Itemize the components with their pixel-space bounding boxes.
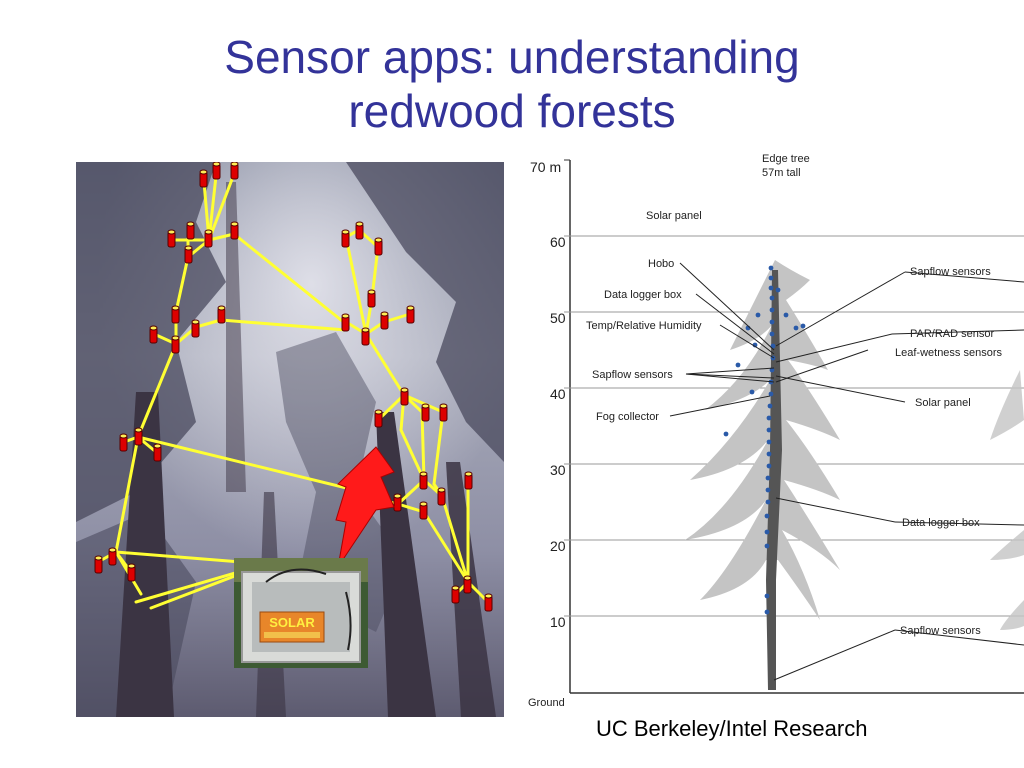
label-fog-collector: Fog collector xyxy=(596,411,659,423)
sensor-node xyxy=(119,433,128,452)
sensor-node xyxy=(127,563,136,582)
title-line-2: redwood forests xyxy=(348,85,676,137)
sensor-node xyxy=(153,443,162,462)
sensor-node xyxy=(355,221,364,240)
sensor-node xyxy=(367,289,376,308)
sensor-node xyxy=(484,593,493,612)
sensor-node xyxy=(184,245,193,264)
sensor-nodes xyxy=(94,162,493,612)
label-par-rad-sensor: PAR/RAD sensor xyxy=(910,328,994,340)
sensor-node xyxy=(94,555,103,574)
height-label-50: 50 xyxy=(550,310,566,326)
label-sapflow-sensors-top: Sapflow sensors xyxy=(910,266,991,278)
sensor-node xyxy=(186,221,195,240)
sensor-node xyxy=(406,305,415,324)
forest-photo: SOLAR xyxy=(76,162,504,717)
tree-foliage xyxy=(685,260,1024,630)
height-label-40: 40 xyxy=(550,386,566,402)
sensor-node xyxy=(419,501,428,520)
sensor-node xyxy=(199,169,208,188)
sensor-dots xyxy=(723,265,806,615)
sensor-node xyxy=(149,325,158,344)
sensor-node xyxy=(361,327,370,346)
sensor-node xyxy=(230,221,239,240)
tree-trunk xyxy=(766,270,782,690)
label-sapflow-sensors-left: Sapflow sensors xyxy=(592,369,673,381)
height-label-30: 30 xyxy=(550,462,566,478)
sensor-node xyxy=(380,311,389,330)
sensor-node xyxy=(171,305,180,324)
label-temp-humidity: Temp/Relative Humidity xyxy=(586,320,702,332)
sensor-node xyxy=(341,313,350,332)
label-data-logger-box-left: Data logger box xyxy=(604,289,682,301)
height-label-ground: Ground xyxy=(528,697,565,709)
sensor-node xyxy=(171,335,180,354)
height-label-60: 60 xyxy=(550,234,566,250)
tree-caption-line2: 57m tall xyxy=(762,167,801,179)
height-label-20: 20 xyxy=(550,538,566,554)
sensor-node xyxy=(400,387,409,406)
height-label-70: 70 m xyxy=(530,159,561,175)
sensor-node xyxy=(204,229,213,248)
sensor-node xyxy=(463,575,472,594)
sensor-node xyxy=(451,585,460,604)
sensor-node xyxy=(108,547,117,566)
sensor-node xyxy=(374,237,383,256)
label-leaf-wetness-sensors: Leaf-wetness sensors xyxy=(895,347,1002,359)
label-hobo: Hobo xyxy=(648,258,674,270)
sensor-node xyxy=(421,403,430,422)
sensor-node xyxy=(374,409,383,428)
label-sapflow-sensors-bottom: Sapflow sensors xyxy=(900,625,981,637)
sensor-node xyxy=(134,427,143,446)
solar-box-label: SOLAR xyxy=(269,615,315,630)
left-leader-lines xyxy=(669,262,775,417)
sensor-node xyxy=(419,471,428,490)
sensor-node xyxy=(212,162,221,180)
sensor-node xyxy=(341,229,350,248)
tree-caption-line1: Edge tree xyxy=(762,153,810,165)
height-gridlines xyxy=(564,235,1024,617)
sensor-node xyxy=(217,305,226,324)
label-solar-panel-right: Solar panel xyxy=(915,397,971,409)
label-solar-panel-left: Solar panel xyxy=(646,210,702,222)
sensor-node xyxy=(464,471,473,490)
sensor-node xyxy=(230,162,239,180)
sensor-node xyxy=(167,229,176,248)
credit-line: UC Berkeley/Intel Research xyxy=(596,716,868,741)
sensor-node xyxy=(393,493,402,512)
title-line-1: Sensor apps: understanding xyxy=(224,31,800,83)
label-data-logger-box-right: Data logger box xyxy=(902,517,980,529)
solar-box-photo: SOLAR xyxy=(234,558,368,668)
slide-title: Sensor apps: understanding redwood fores… xyxy=(0,30,1024,138)
sensor-node xyxy=(437,487,446,506)
height-label-10: 10 xyxy=(550,614,566,630)
sensor-node xyxy=(439,403,448,422)
sensor-height-diagram: 70 m 60 50 40 30 20 10 Ground Edge tree … xyxy=(520,150,1024,715)
sensor-node xyxy=(191,319,200,338)
right-leader-lines xyxy=(773,271,1024,681)
